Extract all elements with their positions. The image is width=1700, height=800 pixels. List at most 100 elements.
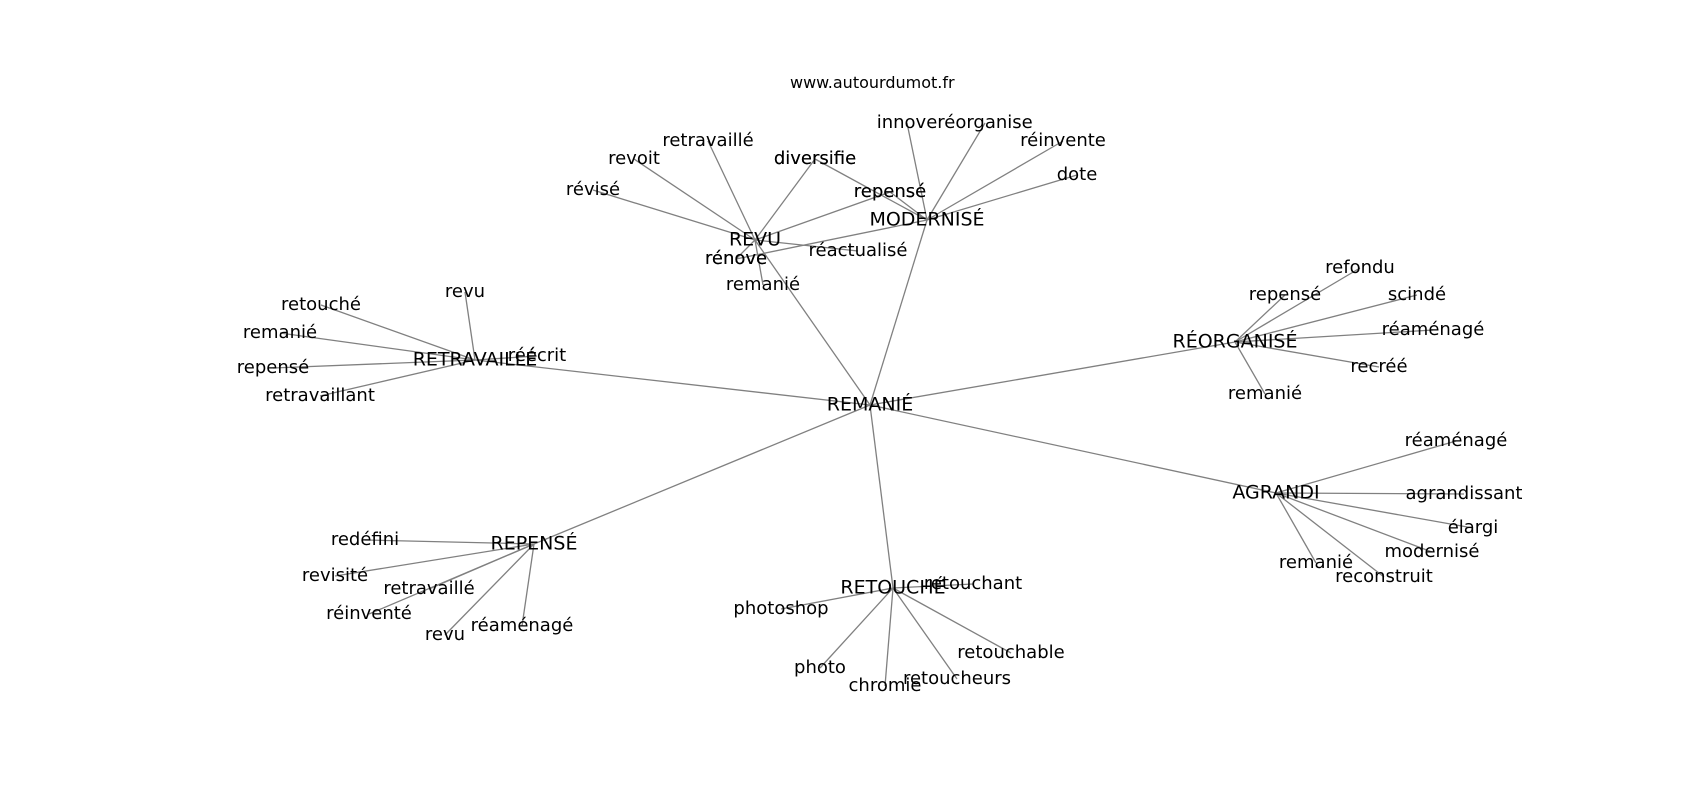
edge-hub-to-word: [780, 587, 894, 610]
word-node: révisé: [566, 179, 620, 200]
word-node: remanié: [726, 274, 800, 295]
edge-center-to-hub: [869, 341, 1236, 406]
word-node: innove: [877, 112, 938, 133]
word-node: réactualisé: [809, 240, 908, 261]
word-node: réinvente: [1020, 130, 1106, 151]
edge-center-to-hub: [869, 404, 1277, 494]
edge-hub-to-word: [334, 543, 535, 577]
hub-node: RETOUCHÉ: [840, 576, 945, 599]
word-node: remanié: [1228, 383, 1302, 404]
word-node: photo: [794, 657, 846, 678]
edge-hub-to-word: [754, 158, 816, 241]
edge-hub-to-word: [707, 140, 756, 241]
word-node: rénove: [705, 248, 767, 269]
word-node: retravaillant: [265, 385, 375, 406]
word-node: repensé: [854, 181, 926, 202]
word-node: reconstruit: [1335, 566, 1433, 587]
edge-hub-to-word: [1275, 492, 1474, 529]
edge-hub-to-word: [735, 239, 756, 260]
word-node: recréé: [1350, 356, 1407, 377]
edge-hub-to-word: [1275, 492, 1465, 495]
edge-hub-to-word: [1234, 267, 1361, 343]
word-node: réaménagé: [1405, 430, 1508, 451]
word-node: dote: [1057, 164, 1098, 185]
word-node: refondu: [1325, 257, 1395, 278]
edge-center-to-hub: [533, 404, 871, 545]
edge-hub-to-word: [279, 332, 476, 361]
word-node: modernisé: [1385, 541, 1480, 562]
edge-hub-to-word: [754, 191, 891, 241]
edge-hub-to-word: [319, 359, 476, 397]
word-node: agrandissant: [1406, 483, 1523, 504]
edge-hub-to-word: [364, 539, 535, 545]
edge-hub-to-word: [1234, 329, 1434, 343]
edge-hub-to-word: [1234, 341, 1266, 395]
edge-hub-to-word: [592, 189, 756, 241]
word-node: élargi: [1448, 517, 1499, 538]
site-watermark: www.autourdumot.fr: [790, 73, 955, 92]
word-node: repensé: [854, 181, 926, 202]
word-node: retravaillé: [383, 578, 474, 599]
edge-hub-to-word: [1234, 294, 1418, 343]
edge-hub-to-word: [368, 543, 535, 615]
edge-hub-to-word: [1275, 440, 1457, 494]
word-node: revoit: [608, 148, 660, 169]
hub-node: MODERNISÉ: [869, 208, 984, 231]
word-node: revu: [445, 281, 485, 302]
word-node: retouché: [281, 294, 361, 315]
word-node: diversifie: [774, 148, 856, 169]
word-node: repensé: [1249, 284, 1321, 305]
word-node: diversifie: [774, 148, 856, 169]
center-node: REMANIÉ: [827, 393, 913, 416]
edge-center-to-hub: [754, 239, 871, 406]
edge-hub-to-word: [889, 191, 928, 221]
edge-hub-to-word: [1234, 341, 1380, 368]
edge-hub-to-word: [892, 583, 974, 589]
word-node: repensé: [237, 357, 309, 378]
hub-node: REPENSÉ: [491, 532, 578, 555]
edge-hub-to-word: [1234, 294, 1286, 343]
hub-node: REVU: [729, 229, 781, 251]
word-node: réaménagé: [1382, 319, 1485, 340]
edge-hub-to-word: [1275, 492, 1385, 578]
word-node: retouchant: [924, 573, 1022, 594]
word-node: scindé: [1388, 284, 1446, 305]
word-node: réaménagé: [471, 615, 574, 636]
edge-hub-to-word: [926, 140, 1064, 221]
word-node: retouchable: [957, 642, 1064, 663]
hub-node: RETRAVAILLÉ: [413, 348, 538, 371]
edge-center-to-hub: [869, 219, 928, 406]
edge-hub-to-word: [1275, 492, 1433, 553]
word-node: réorganise: [937, 112, 1033, 133]
word-node: revisité: [302, 565, 368, 586]
edge-hub-to-word: [464, 291, 476, 361]
word-node: revu: [425, 624, 465, 645]
edge-hub-to-word: [521, 543, 535, 627]
edge-center-to-hub: [869, 404, 894, 589]
edge-hub-to-word: [814, 158, 928, 221]
edge-hub-to-word: [633, 158, 756, 241]
word-node: remanié: [243, 322, 317, 343]
word-node: chromie: [849, 675, 922, 696]
edge-hub-to-word: [819, 587, 894, 669]
edge-hub-to-word: [1275, 492, 1317, 564]
edge-hub-to-word: [884, 587, 894, 687]
graph-edges: [272, 122, 1474, 687]
edge-hub-to-word: [906, 122, 928, 221]
edge-hub-to-word: [320, 304, 476, 361]
word-node: redéfini: [331, 529, 399, 550]
graph-labels: révisé revoit retravaillé diversifie repensé…: [237, 112, 1523, 696]
edge-hub-to-word: [892, 587, 958, 680]
word-node: réinventé: [326, 603, 412, 624]
word-node: retoucheurs: [903, 668, 1011, 689]
word-node: photoshop: [733, 598, 828, 619]
edge-hub-to-word: [754, 239, 859, 252]
word-node: rénove: [705, 248, 767, 269]
edge-hub-to-word: [735, 219, 928, 260]
edge-hub-to-word: [474, 355, 538, 361]
edge-hub-to-word: [444, 543, 535, 636]
edge-hub-to-word: [892, 587, 1012, 654]
edge-hub-to-word: [926, 174, 1078, 221]
edge-center-to-hub: [474, 359, 871, 406]
